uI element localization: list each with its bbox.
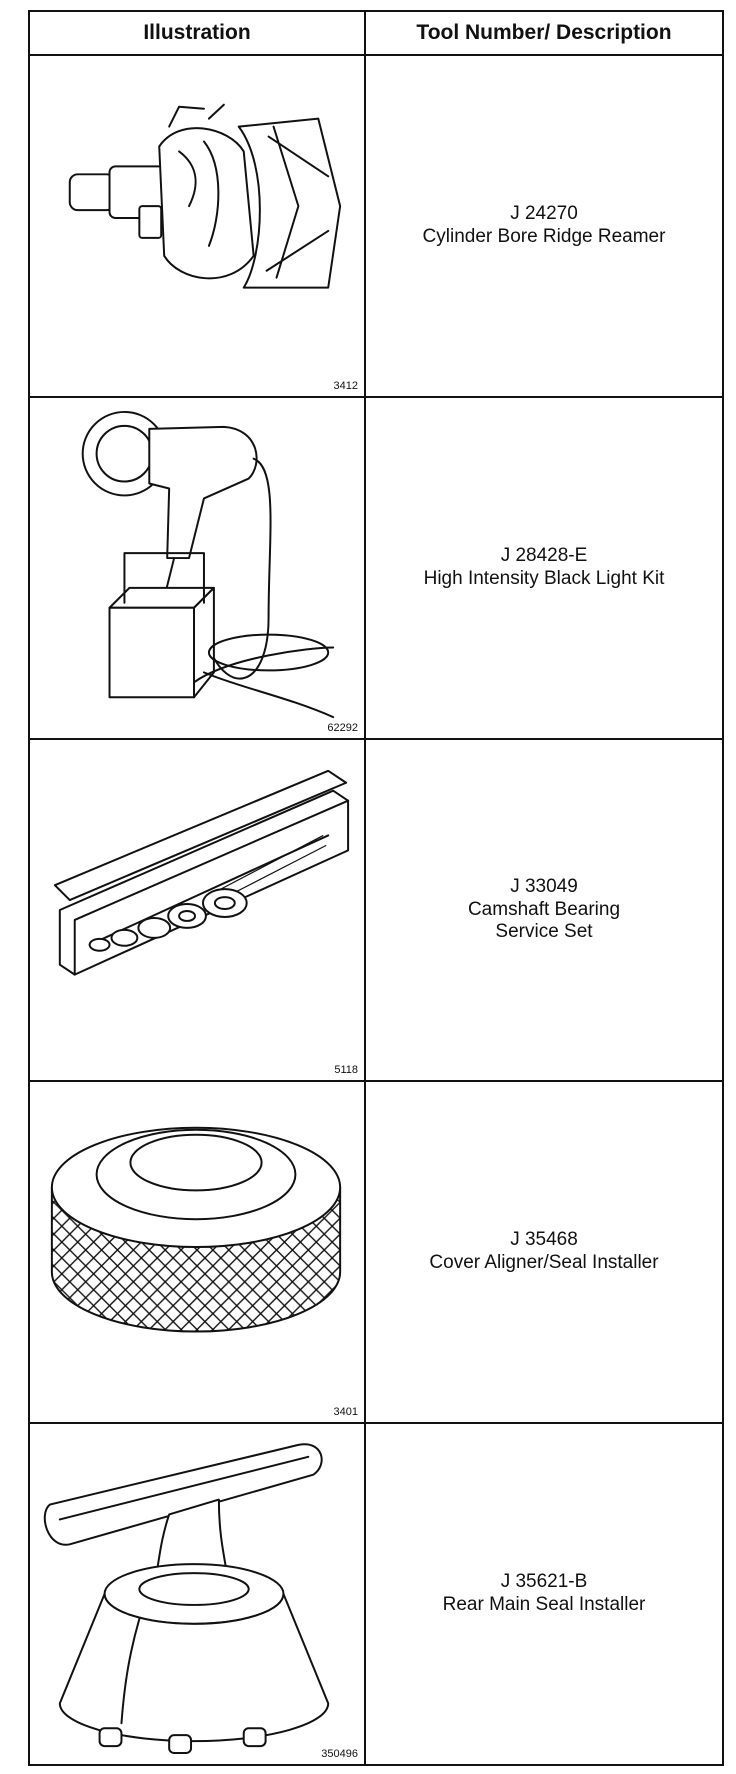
figure-number: 350496 [321, 1748, 358, 1760]
tool-description: Rear Main Seal Installer [442, 1594, 646, 1615]
black-light-kit-icon [81, 410, 335, 719]
tool-number-header: Tool Number/ Description [364, 10, 724, 56]
special-tools-table: Illustration Tool Number/ Description 34… [28, 10, 724, 1766]
tool-description: Cover Aligner/Seal Installer [429, 1252, 659, 1273]
tool-number: J 24270 [510, 203, 578, 225]
table-row: 62292 J 28428-E High Intensity Black Lig… [28, 396, 724, 740]
tool-number: J 35468 [510, 1229, 578, 1251]
illustration-cell: 3401 [28, 1080, 366, 1424]
figure-number: 5118 [334, 1064, 358, 1076]
illustration-header: Illustration [28, 10, 366, 56]
cover-aligner-icon [50, 1126, 342, 1333]
header-row: Illustration Tool Number/ Description [28, 10, 724, 56]
tool-description-cell: J 28428-E High Intensity Black Light Kit [364, 396, 724, 740]
figure-number: 3401 [333, 1406, 358, 1418]
illustration-cell: 5118 [28, 738, 366, 1082]
tool-description-cell: J 35621-B Rear Main Seal Installer [364, 1422, 724, 1766]
table-row: 350496 J 35621-B Rear Main Seal Installe… [28, 1422, 724, 1766]
figure-number: 3412 [333, 380, 358, 392]
ridge-reamer-icon [68, 103, 342, 289]
table-row: 5118 J 33049 Camshaft Bearing Service Se… [28, 738, 724, 1082]
camshaft-bearing-set-icon [53, 769, 350, 976]
rear-seal-installer-icon [43, 1443, 330, 1755]
tool-description: High Intensity Black Light Kit [423, 568, 665, 589]
tool-description: Cylinder Bore Ridge Reamer [422, 226, 666, 247]
tool-description: Camshaft Bearing [467, 898, 621, 920]
table-row: 3412 J 24270 Cylinder Bore Ridge Reamer [28, 54, 724, 398]
tool-number: J 33049 [510, 875, 578, 897]
tool-description-cell: J 33049 Camshaft Bearing Service Set [364, 738, 724, 1082]
illustration-cell: 62292 [28, 396, 366, 740]
tool-number: J 28428-E [500, 545, 588, 567]
illustration-cell: 350496 [28, 1422, 366, 1766]
table-row: 3401 J 35468 Cover Aligner/Seal Installe… [28, 1080, 724, 1424]
figure-number: 62292 [327, 722, 358, 734]
tool-number: J 35621-B [500, 1571, 588, 1593]
tool-description: Service Set [495, 921, 593, 943]
tool-description-cell: J 24270 Cylinder Bore Ridge Reamer [364, 54, 724, 398]
illustration-cell: 3412 [28, 54, 366, 398]
tool-description-cell: J 35468 Cover Aligner/Seal Installer [364, 1080, 724, 1424]
